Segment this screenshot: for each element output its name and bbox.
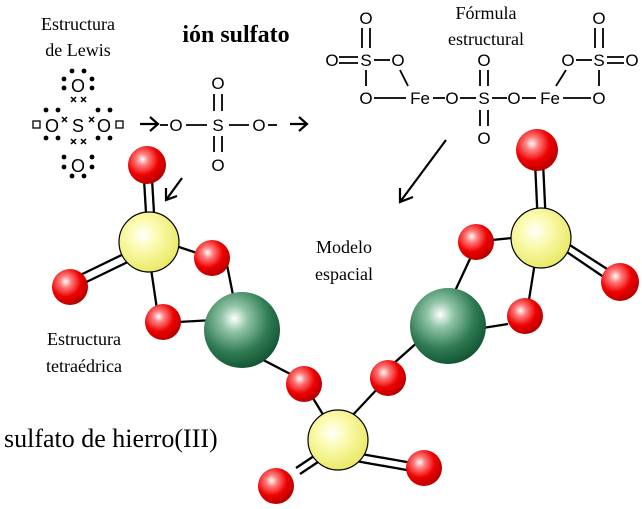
fs-o10: O [561, 51, 574, 70]
sulfate-ion-formula: O O S O O [160, 74, 277, 175]
fs-o1: O [359, 9, 372, 28]
tetra-label-line2: tetraédrica [46, 356, 122, 376]
oxygen-atom [406, 450, 442, 486]
ion-o-top: O [211, 74, 224, 93]
oxygen-atom [507, 298, 543, 334]
ion-o-right: O [252, 116, 265, 135]
fs-o7: O [477, 129, 490, 148]
fs-o6: O [477, 51, 490, 70]
oxygen-atom [194, 240, 230, 276]
oxygen-atom [145, 304, 181, 340]
oxygen-atom [128, 146, 166, 184]
model-label-line2: espacial [315, 264, 373, 284]
model-atoms [52, 129, 639, 504]
sulfur-atom-bottom [307, 409, 369, 471]
arrow-formula-to-model [398, 139, 447, 204]
lewis-s-center: S [72, 116, 84, 136]
sulfur-atom-left [118, 211, 180, 273]
lewis-o-bottom: O [71, 156, 85, 176]
ion-s: S [212, 116, 223, 135]
ion-title: ión sulfato [182, 22, 289, 48]
arrow-lewis-to-ion [140, 116, 160, 132]
fs-s1: S [360, 51, 371, 70]
fs-o11: O [625, 51, 638, 70]
structural-formula: O O S O O Fe O O S O O Fe O O S O O [325, 9, 638, 148]
lewis-label-line1: Estructura [41, 14, 115, 34]
ion-o-left: O [169, 116, 182, 135]
oxygen-atom [258, 468, 294, 504]
tetra-label-line1: Estructura [47, 329, 121, 349]
oxygen-atom [370, 360, 406, 396]
model-label-line1: Modelo [316, 237, 372, 257]
oxygen-atom [516, 129, 558, 171]
fs-o4: O [359, 89, 372, 108]
fs-fe1: Fe [410, 89, 430, 108]
oxygen-atom [458, 224, 494, 260]
sulfur-atom-right [510, 207, 572, 269]
oxygen-atom [286, 366, 322, 402]
lewis-o-right: O [97, 116, 111, 136]
lewis-o-left: O [45, 116, 59, 136]
lewis-cross-electrons [61, 96, 95, 145]
arrow-ion-to-tetrahedral [164, 177, 183, 202]
formula-label-line2: estructural [448, 29, 524, 49]
lewis-structure: O O S O O [32, 68, 124, 179]
ion-o-bottom: O [211, 156, 224, 175]
fs-o8: O [507, 89, 520, 108]
fs-o12: O [592, 89, 605, 108]
iron-atom-right [410, 288, 486, 364]
fs-o3: O [391, 51, 404, 70]
fs-s3: S [593, 51, 604, 70]
fs-o9: O [592, 9, 605, 28]
oxygen-atom [52, 269, 88, 305]
oxygen-atom [601, 263, 639, 301]
fs-o2: O [325, 51, 338, 70]
fs-fe2: Fe [540, 89, 560, 108]
fs-o5: O [445, 89, 458, 108]
formula-label-line1: Fórmula [456, 3, 517, 23]
iron-atom-left [204, 292, 280, 368]
lewis-electron-dots [43, 68, 113, 179]
fs-s2: S [478, 89, 489, 108]
lewis-o-top: O [71, 76, 85, 96]
lewis-label-line2: de Lewis [45, 40, 110, 60]
compound-name: sulfato de hierro(III) [4, 424, 218, 453]
arrow-ion-to-formula [290, 116, 309, 132]
lewis-charge-box-right [115, 120, 124, 129]
lewis-charge-box-left [32, 120, 41, 129]
